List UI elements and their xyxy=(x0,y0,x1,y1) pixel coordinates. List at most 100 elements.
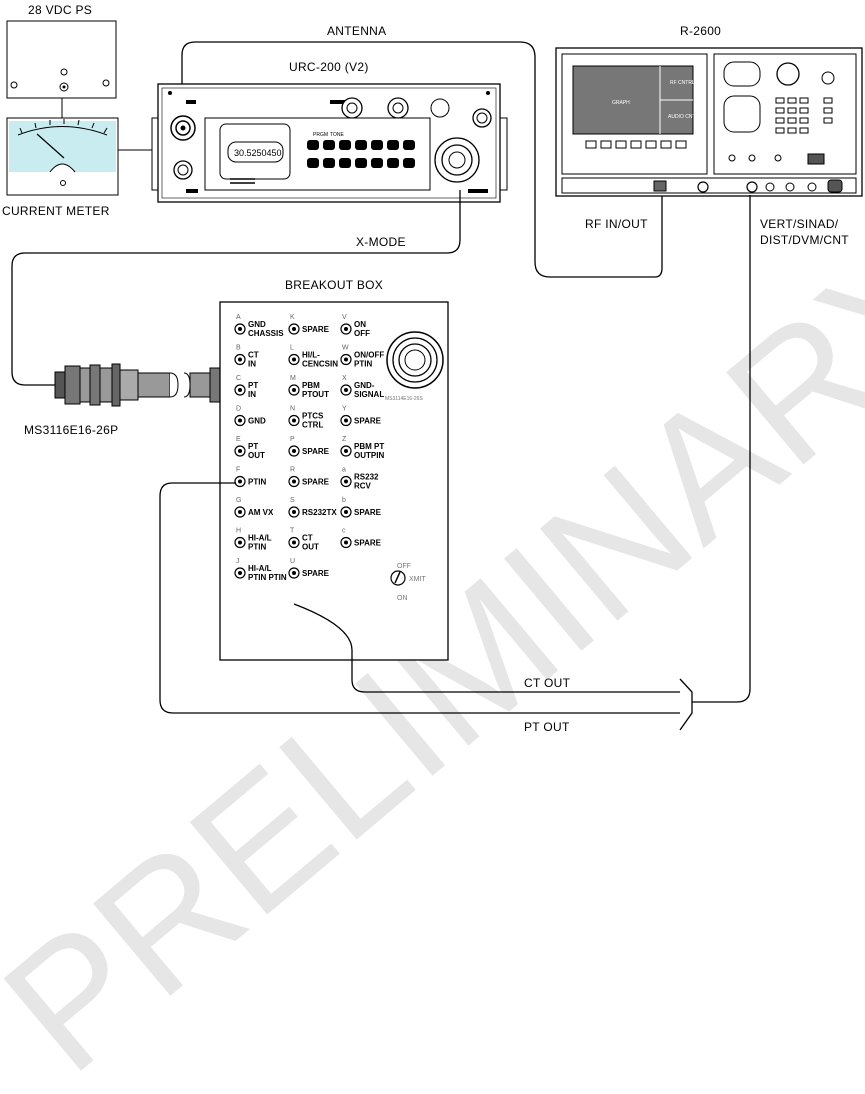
pin-label-line1: GND xyxy=(248,320,266,329)
jack-center-icon xyxy=(344,479,348,484)
pin-label-line1: HI-A/L xyxy=(248,534,272,543)
pin-label-line1: GND- xyxy=(354,381,375,390)
pin-letter: L xyxy=(290,345,294,352)
jack-center-icon xyxy=(292,357,296,362)
pin-label-line1: SPARE xyxy=(302,569,330,578)
pin-label-line2: OFF xyxy=(354,329,370,338)
connector-label: MS3116E16-26P xyxy=(24,423,118,437)
pin-jack-X: X GND-SIGNAL xyxy=(340,375,384,399)
jack-center-icon xyxy=(238,388,242,392)
jack-center-icon xyxy=(344,388,348,392)
pin-jack-L: LHI/L-CENCSIN xyxy=(288,345,338,369)
jack-center-icon xyxy=(344,510,348,514)
pin-letter: H xyxy=(236,528,241,535)
svg-text:MS3114E16-26S: MS3114E16-26S xyxy=(385,396,423,402)
jack-center-icon xyxy=(238,418,242,423)
pin-label-line2: SIGNAL xyxy=(354,390,384,399)
pin-label-line1: SPARE xyxy=(354,539,382,548)
pin-letter: X xyxy=(342,375,347,382)
current-meter: CURRENT METER xyxy=(2,117,119,218)
pin-label-line1: SPARE xyxy=(354,508,382,517)
pin-label-line1: SPARE xyxy=(302,325,330,334)
x-mode-cable xyxy=(11,190,461,386)
pin-letter: b xyxy=(342,497,346,504)
jack-center-icon xyxy=(344,449,348,453)
jack-center-icon xyxy=(238,510,242,514)
svg-text:XMIT: XMIT xyxy=(409,576,426,583)
ct-out-label: CT OUT xyxy=(524,676,571,690)
pin-label-line2: IN xyxy=(248,390,256,399)
probe-tip xyxy=(679,678,693,731)
radio-label: URC-200 (V2) xyxy=(289,60,369,74)
pin-label-line2: PTIN xyxy=(248,543,266,552)
jack-center-icon xyxy=(238,327,242,331)
pin-letter: V xyxy=(342,314,347,321)
radio-display: 30.5250450 xyxy=(234,148,282,158)
current-meter-label: CURRENT METER xyxy=(2,204,110,218)
pin-label-line2: OUT xyxy=(248,451,265,460)
pin-label-line2: IN xyxy=(248,360,256,369)
pin-label-line1: ON/OFF xyxy=(354,351,384,360)
pin-label-line1: PT xyxy=(248,381,258,390)
pin-jack-U: U SPARE xyxy=(288,558,330,579)
pin-letter: c xyxy=(342,528,346,535)
svg-text:ON: ON xyxy=(397,595,408,602)
svg-text:RF CNTRL: RF CNTRL xyxy=(670,80,695,86)
pin-letter: F xyxy=(236,467,240,474)
pin-jack-P: P SPARE xyxy=(288,436,330,457)
pin-label-line1: PT xyxy=(248,442,258,451)
pin-label-line1: PBM xyxy=(302,381,320,390)
pin-label-line2: PTOUT xyxy=(302,390,329,399)
svg-text:GRAPH: GRAPH xyxy=(612,100,630,106)
pin-label-line1: ON xyxy=(354,320,366,329)
pin-letter: Y xyxy=(342,406,347,413)
pin-letter: P xyxy=(290,436,295,443)
rf-in-out-label: RF IN/OUT xyxy=(585,217,648,231)
svg-text:AUDIO CNTRL: AUDIO CNTRL xyxy=(668,114,702,120)
pin-letter: U xyxy=(290,558,295,565)
pin-letter: T xyxy=(290,528,295,535)
pt-out-cable xyxy=(159,482,680,714)
jack-center-icon xyxy=(344,357,348,362)
pin-letter: R xyxy=(290,467,295,474)
pin-label-line1: HI-A/L xyxy=(248,564,272,573)
pt-out-label: PT OUT xyxy=(524,720,570,734)
pin-letter: S xyxy=(290,497,295,504)
x-mode-label: X-MODE xyxy=(356,235,406,249)
pin-letter: a xyxy=(342,467,346,474)
pin-letter: Z xyxy=(342,436,347,443)
pin-label-line1: RS232TX xyxy=(302,508,337,517)
pin-label-line2: CTRL xyxy=(302,421,323,430)
jack-center-icon xyxy=(344,540,348,545)
pin-label-line2: PTIN PTIN xyxy=(248,573,287,582)
pin-label-line1: PBM PT xyxy=(354,442,384,451)
pin-label-line1: AM VX xyxy=(248,508,274,517)
xmit-switch: OFF XMIT ON xyxy=(390,563,426,602)
pin-jack-G: GAM VX xyxy=(234,497,274,518)
vert-label-line1: VERT/SINAD/ xyxy=(760,217,839,231)
pin-label-line2: OUTPIN xyxy=(354,451,384,460)
breakout-connector: MS3114E16-26S xyxy=(385,331,444,402)
pin-label-line1: PTCS xyxy=(302,412,324,421)
pin-letter: A xyxy=(236,314,241,321)
svg-text:PRGM: PRGM xyxy=(313,132,328,138)
pin-label-line2: PTIN xyxy=(354,360,372,369)
pin-letter: B xyxy=(236,345,241,352)
pin-label-line1: SPARE xyxy=(354,417,382,426)
pin-label-line1: SPARE xyxy=(302,447,330,456)
jack-center-icon xyxy=(292,418,296,423)
